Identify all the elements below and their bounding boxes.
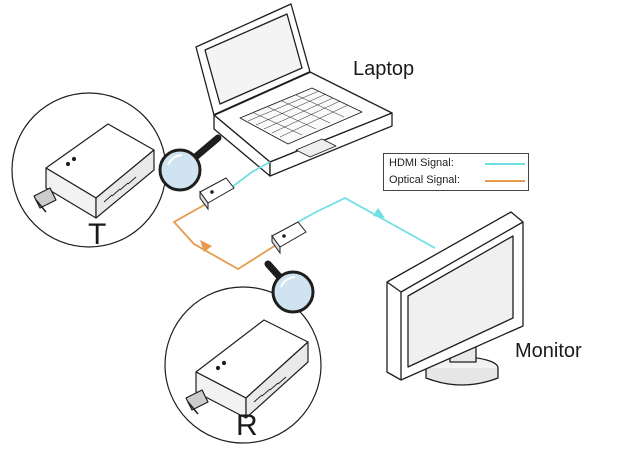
- legend-hdmi-swatch: [485, 163, 525, 165]
- legend-row-hdmi: HDMI Signal:: [389, 157, 525, 169]
- hdmi-arrow: [373, 208, 385, 218]
- transmitter-module: [199, 177, 235, 211]
- receiver-module: [271, 221, 307, 255]
- zoom-circle-receiver: [164, 260, 322, 444]
- optical-arrow: [200, 240, 212, 252]
- legend-optical-label: Optical Signal:: [389, 174, 460, 186]
- optical-cable: [172, 203, 277, 271]
- monitor-label: Monitor: [515, 340, 582, 362]
- transmitter-label: T: [88, 218, 107, 251]
- legend-optical-swatch: [485, 180, 525, 182]
- hdmi-cable-monitor: [297, 196, 436, 249]
- zoom-circle-transmitter: [11, 92, 222, 248]
- hdmi-cable-laptop: [227, 161, 271, 191]
- signal-legend: HDMI Signal: Optical Signal:: [383, 153, 529, 191]
- laptop-label: Laptop: [353, 58, 415, 80]
- monitor-illustration: [386, 211, 524, 386]
- legend-row-optical: Optical Signal:: [389, 174, 525, 186]
- receiver-label: R: [236, 409, 258, 442]
- laptop-illustration: [195, 3, 393, 177]
- legend-hdmi-label: HDMI Signal:: [389, 157, 454, 169]
